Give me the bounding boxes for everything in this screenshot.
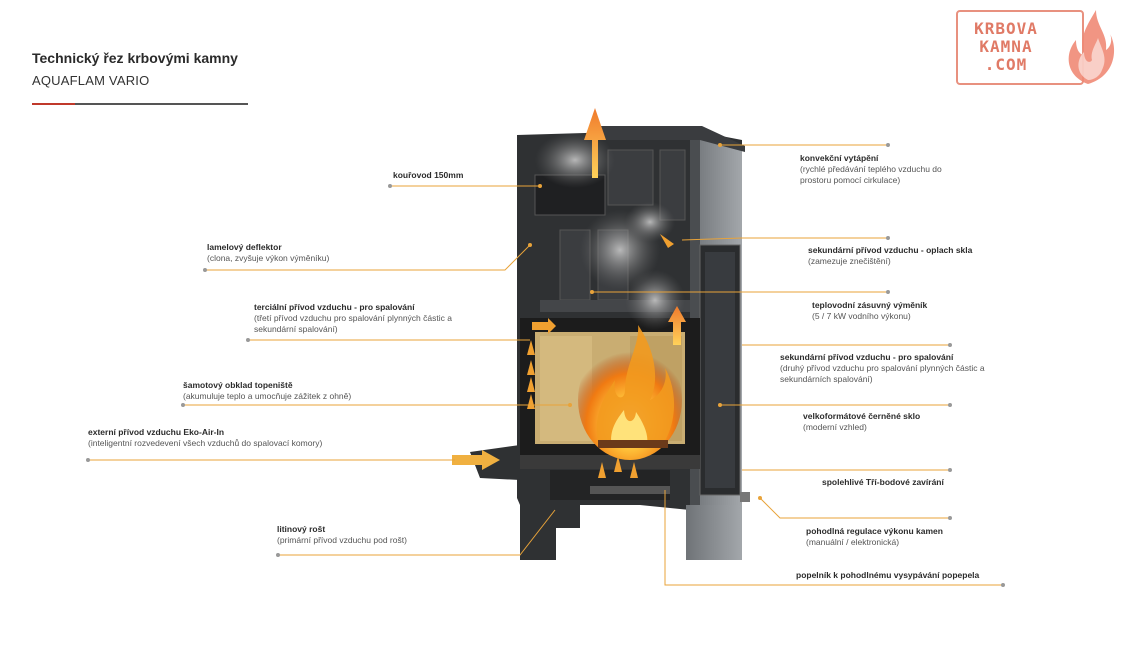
air-flow-arrows bbox=[452, 108, 686, 478]
label-title: konvekční vytápění bbox=[800, 153, 879, 163]
label-title: lamelový deflektor bbox=[207, 242, 282, 252]
label-description: (akumuluje teplo a umocňuje zážitek z oh… bbox=[183, 391, 352, 401]
label-power-regulation: pohodlná regulace výkonu kamen (manuální… bbox=[806, 526, 986, 548]
label-title: kouřovod 150mm bbox=[393, 170, 464, 180]
label-convection-heating: konvekční vytápění (rychlé předávání tep… bbox=[800, 153, 970, 186]
label-title: sekundární přívod vzduchu - oplach skla bbox=[808, 245, 973, 255]
logo[interactable]: KRBOVA KAMNA .COM bbox=[956, 10, 1084, 85]
label-title: externí přívod vzduchu Eko-Air-In bbox=[88, 427, 225, 437]
logo-line-2: KAMNA bbox=[979, 37, 1033, 56]
label-title: terciální přívod vzduchu - pro spalování bbox=[254, 302, 415, 312]
label-black-glass: velkoformátové černěné sklo (moderní vzh… bbox=[803, 411, 993, 433]
leader-dots bbox=[86, 143, 1005, 587]
label-description: (rychlé předávání teplého vzduchu do pro… bbox=[800, 164, 942, 185]
label-secondary-air-glass: sekundární přívod vzduchu - oplach skla … bbox=[808, 245, 1008, 267]
label-chamotte-lining: šamotový obklad topeniště (akumuluje tep… bbox=[183, 380, 443, 402]
label-title: popelník k pohodlnému vysypávání popepel… bbox=[796, 570, 980, 580]
label-three-point-lock: spolehlivé Tří-bodové zavírání bbox=[822, 477, 1002, 488]
label-description: (5 / 7 kW vodního výkonu) bbox=[812, 311, 911, 321]
label-lamella-deflector: lamelový deflektor (clona, zvyšuje výkon… bbox=[207, 242, 447, 264]
label-description: (moderní vzhled) bbox=[803, 422, 867, 432]
flame-logo-icon bbox=[1068, 10, 1115, 84]
logo-text: KRBOVA KAMNA .COM bbox=[970, 20, 1042, 74]
label-secondary-air-combustion: sekundární přívod vzduchu - pro spalován… bbox=[780, 352, 1000, 385]
logo-line-3: .COM bbox=[984, 55, 1028, 74]
label-water-exchanger: teplovodní zásuvný výměník (5 / 7 kW vod… bbox=[812, 300, 992, 322]
label-title: velkoformátové černěné sklo bbox=[803, 411, 921, 421]
label-tertiary-air: terciální přívod vzduchu - pro spalování… bbox=[254, 302, 489, 335]
label-title: teplovodní zásuvný výměník bbox=[812, 300, 928, 310]
label-description: (primární přívod vzduchu pod rošt) bbox=[277, 535, 407, 545]
label-flue-pipe: kouřovod 150mm bbox=[393, 170, 513, 181]
label-description: (inteligentní rozvedevení všech vzduchů … bbox=[88, 438, 323, 448]
label-title: pohodlná regulace výkonu kamen bbox=[806, 526, 943, 536]
label-description: (druhý přívod vzduchu pro spalování plyn… bbox=[780, 363, 985, 384]
label-external-air-intake: externí přívod vzduchu Eko-Air-In (intel… bbox=[88, 427, 408, 449]
label-title: šamotový obklad topeniště bbox=[183, 380, 293, 390]
label-description: (clona, zvyšuje výkon výměníku) bbox=[207, 253, 330, 263]
page-subtitle: AQUAFLAM VARIO bbox=[32, 73, 150, 88]
logo-line-1: KRBOVA bbox=[974, 19, 1038, 38]
label-title: sekundární přívod vzduchu - pro spalován… bbox=[780, 352, 954, 362]
label-ash-pan: popelník k pohodlnému vysypávání popepel… bbox=[796, 570, 1016, 581]
fire bbox=[578, 325, 682, 460]
label-title: spolehlivé Tří-bodové zavírání bbox=[822, 477, 944, 487]
title-underline bbox=[32, 103, 248, 105]
label-description: (zamezuje znečištění) bbox=[808, 256, 891, 266]
stove-body bbox=[470, 126, 750, 560]
label-description: (třetí přívod vzduchu pro spalování plyn… bbox=[254, 313, 452, 334]
page-title: Technický řez krbovými kamny bbox=[32, 50, 238, 66]
leader-lines bbox=[88, 144, 1003, 586]
label-title: litinový rošt bbox=[277, 524, 326, 534]
label-description: (manuální / elektronická) bbox=[806, 537, 900, 547]
label-cast-iron-grate: litinový rošt (primární přívod vzduchu p… bbox=[277, 524, 477, 546]
